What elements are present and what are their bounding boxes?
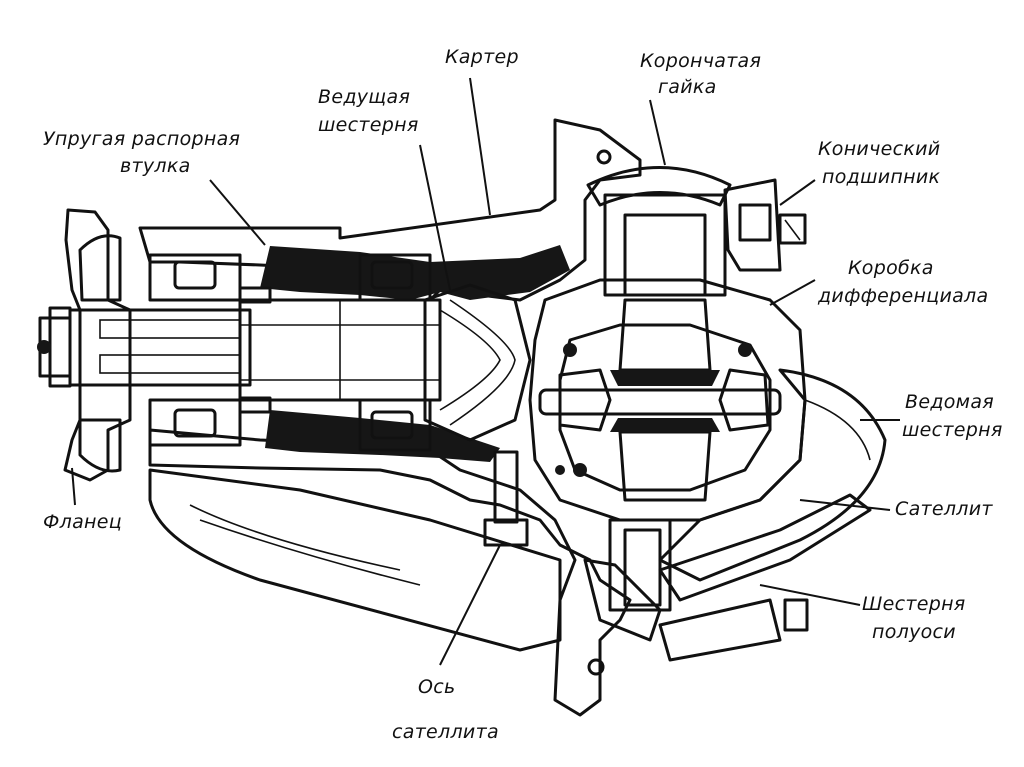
cap-bolt-lower xyxy=(783,598,809,632)
side-gear-top xyxy=(618,298,712,372)
label-korobka-line2: дифференциала xyxy=(817,285,988,307)
satellite-gear-left xyxy=(558,368,612,432)
castle-nut xyxy=(586,166,732,207)
leader-uprugaya xyxy=(209,179,266,246)
label-koronchataya-line1: Корончатая xyxy=(640,50,761,72)
label-os-satellita-line2: сателлита xyxy=(392,721,499,743)
label-uprugaya-line2: втулка xyxy=(120,155,191,177)
housing xyxy=(138,118,642,717)
conical-bearing xyxy=(723,178,782,272)
label-vedomaya-line1: Ведомая xyxy=(905,391,994,413)
lower-axle-assembly xyxy=(583,518,809,662)
front-tapered-bearing xyxy=(148,253,242,447)
oil-cavity-lower xyxy=(265,410,500,462)
label-shesternya-poluosi-line2: полуоси xyxy=(872,621,956,643)
satellite-gear-right xyxy=(718,368,770,432)
leader-satellit xyxy=(799,499,891,511)
bearing-cap-bolt xyxy=(778,213,807,245)
differential-case xyxy=(528,278,807,522)
label-os-satellita-line1: Ось xyxy=(418,676,456,698)
mount-hole-top xyxy=(596,149,612,165)
drive-pinion-gear xyxy=(423,283,532,442)
spacer-sleeve xyxy=(238,286,272,414)
ring-gear xyxy=(658,368,887,602)
satellite-axis xyxy=(538,388,782,416)
housing-body-lower xyxy=(148,428,632,717)
leader-shesternya-poluosi xyxy=(759,584,861,606)
label-konicheskiy-line1: Конический xyxy=(818,138,940,160)
label-satellit: Сателлит xyxy=(895,498,993,520)
leader-os-satellita xyxy=(439,544,501,666)
flange-body xyxy=(63,208,132,482)
label-vedushchaya-line2: шестерня xyxy=(318,114,419,136)
leader-vedushchaya xyxy=(419,144,451,291)
flange xyxy=(37,208,132,482)
labels: Картер Корончатая гайка Ведущая шестерня… xyxy=(43,46,1003,743)
leader-karter xyxy=(469,77,491,216)
label-konicheskiy-line2: подшипник xyxy=(822,166,941,188)
label-korobka-line1: Коробка xyxy=(848,257,934,279)
label-karter: Картер xyxy=(445,46,519,68)
pinion-shaft xyxy=(68,298,442,402)
label-vedomaya-line2: шестерня xyxy=(902,419,1003,441)
leader-konicheskiy xyxy=(779,179,816,206)
label-shesternya-poluosi-line1: Шестерня xyxy=(862,593,966,615)
oil-cavity-upper xyxy=(260,245,570,300)
leader-lines xyxy=(71,77,900,666)
mount-hole-bottom xyxy=(587,658,605,676)
label-vedushchaya-line1: Ведущая xyxy=(318,86,410,108)
leader-flanets xyxy=(71,467,76,506)
shaft-splined xyxy=(68,308,252,387)
rear-tapered-bearing xyxy=(358,253,432,452)
leader-koronchataya xyxy=(649,99,666,166)
satellite-axis-bolt xyxy=(483,450,529,547)
upper-axle-assembly xyxy=(586,166,807,297)
label-koronchataya-line2: гайка xyxy=(658,76,717,98)
leader-korobka xyxy=(769,279,816,306)
label-uprugaya-line1: Упругая распорная xyxy=(43,128,240,150)
label-flanets: Фланец xyxy=(43,511,122,533)
